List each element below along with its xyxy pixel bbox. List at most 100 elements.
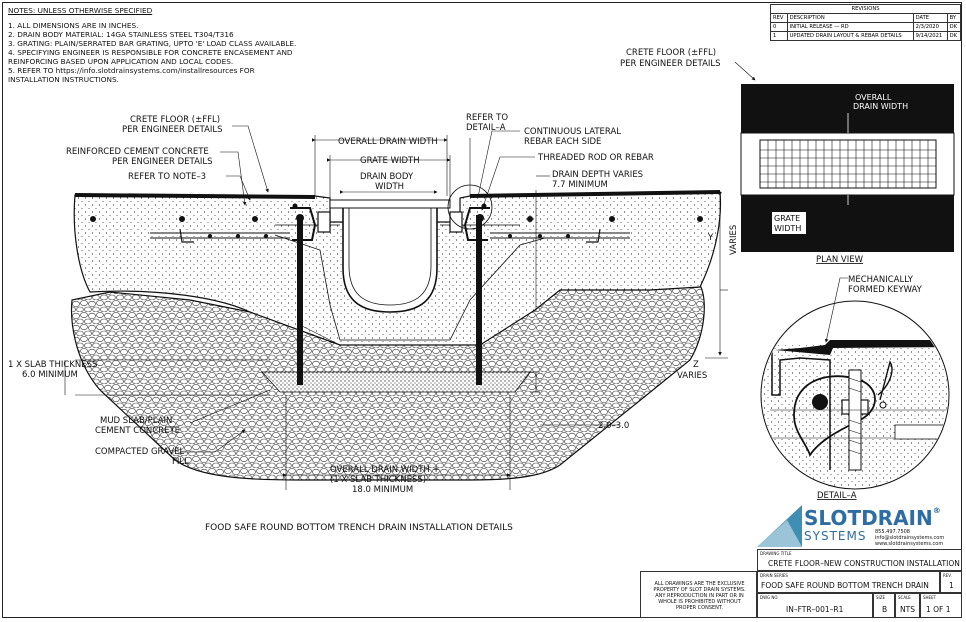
drawing-title-cell: DRAWING TITLE CRETE FLOOR–NEW CONSTRUCTI…: [757, 549, 962, 571]
size-cell: SIZE B: [873, 593, 895, 618]
crete-floor-topping: [75, 193, 315, 199]
disclaimer-line: WHOLE IS PROHIBITED WITHOUT: [658, 599, 741, 605]
leader-lines: [180, 125, 550, 453]
label-mud-1: MUD SLAB/PLAIN: [100, 416, 172, 426]
label-reinforced: REINFORCED CEMENT CONCRETE: [66, 147, 209, 157]
disclaimer-line: ALL DRAWINGS ARE THE EXCLUSIVE: [654, 581, 745, 587]
detail-keyway-1: MECHANICALLY: [848, 275, 914, 285]
plan-overall-2: DRAIN WIDTH: [853, 102, 908, 111]
note-item: 5. REFER TO https://info.slotdrainsystem…: [8, 66, 255, 75]
detail-frame: [771, 345, 831, 470]
plan-grate-2: WIDTH: [774, 224, 801, 233]
series-cell: DRAIN SERIES FOOD SAFE ROUND BOTTOM TREN…: [757, 571, 940, 593]
label-detail-a-ref-2: DETAIL–A: [466, 123, 506, 133]
brand-systems: SYSTEMS: [804, 529, 867, 543]
contact-phone: 855.497.7508: [875, 529, 910, 535]
logo-panel: SLOTDRAIN® SYSTEMS 855.497.7508 info@slo…: [757, 503, 962, 549]
brand-name-text: SLOTDRAIN: [804, 506, 933, 530]
disclaimer-cell: ALL DRAWINGS ARE THE EXCLUSIVE PROPERTY …: [640, 571, 757, 618]
scale-caption: SCALE: [898, 595, 911, 600]
disclaimer-line: PROPER CONSENT.: [676, 605, 723, 611]
title-block: SLOTDRAIN® SYSTEMS 855.497.7508 info@slo…: [640, 503, 962, 618]
contact-web: www.slotdrainsystems.com: [875, 541, 944, 547]
label-y-varies: VARIES: [729, 225, 739, 255]
sheet-value: 1 OF 1: [926, 605, 951, 614]
label-rebar-1: CONTINUOUS LATERAL: [524, 127, 621, 137]
general-notes: NOTES: UNLESS OTHERWISE SPECIFIED 1. ALL…: [8, 6, 296, 84]
rebar-dots: [90, 203, 703, 238]
detail-rebar: [812, 394, 828, 410]
plan-grate-1: GRATE: [774, 214, 800, 223]
drain-body-inner: [348, 205, 432, 306]
label-note3: REFER TO NOTE–3: [128, 172, 206, 182]
label-rebar-2: REBAR EACH SIDE: [524, 137, 601, 147]
brand-name: SLOTDRAIN®: [804, 506, 941, 530]
mud-slab: [261, 371, 531, 393]
note-item: 2. DRAIN BODY MATERIAL: 14GA STAINLESS S…: [8, 30, 234, 39]
label-body-width-1: DRAIN BODY: [360, 172, 414, 182]
detail-keyway-leader: [824, 277, 848, 343]
note-item: 3. GRATING: PLAIN/SERRATED BAR GRATING, …: [8, 39, 297, 48]
detail-a-title: DETAIL–A: [817, 491, 857, 501]
series-caption: DRAIN SERIES: [760, 573, 788, 578]
label-gravel-1: COMPACTED GRAVEL: [95, 447, 185, 457]
label-crete-floor-2: PER ENGINEER DETAILS: [122, 125, 223, 135]
label-mud-2: CEMENT CONCRETE: [95, 426, 180, 436]
size-caption: SIZE: [876, 595, 885, 600]
threaded-rod-right: [476, 215, 482, 385]
label-gravel-2: FILL: [172, 457, 189, 467]
table-row: 1 UPDATED DRAIN LAYOUT & REBAR DETAILS 9…: [770, 31, 962, 41]
label-crete-floor: CRETE FLOOR (±FFL): [130, 115, 220, 125]
drawing-title: CRETE FLOOR–NEW CONSTRUCTION INSTALLATIO…: [768, 559, 960, 568]
label-slab-1: 1 X SLAB THICKNESS: [8, 360, 97, 370]
detail-keyway-clip: [793, 375, 876, 458]
drawing-title-caption: DRAWING TITLE: [760, 551, 792, 556]
label-bottom-2: (1 X SLAB THICKNESS): [330, 475, 426, 485]
label-z-varies: VARIES: [677, 371, 707, 381]
contact-email: info@slotdrainsystems.com: [875, 535, 945, 541]
scale-cell: SCALE NTS: [895, 593, 920, 618]
slotdrain-logo-icon: [757, 505, 802, 547]
label-depth-2: 7.7 MINIMUM: [552, 180, 608, 190]
plan-overall-1: OVERALL: [855, 93, 892, 102]
detail-rod: [848, 369, 862, 471]
label-bottom-1: OVERALL DRAIN WIDTH +: [330, 465, 440, 475]
note-item: INSTALLATION INSTRUCTIONS.: [8, 75, 119, 84]
size-value: B: [882, 605, 888, 614]
label-z: Z: [693, 360, 699, 370]
main-title: FOOD SAFE ROUND BOTTOM TRENCH DRAIN INST…: [205, 523, 513, 533]
label-depth-1: DRAIN DEPTH VARIES: [552, 170, 643, 180]
drain-body: [342, 205, 438, 313]
label-detail-a-ref-1: REFER TO: [466, 113, 508, 123]
sheet-cell: SHEET 1 OF 1: [920, 593, 962, 618]
note-item: 1. ALL DIMENSIONS ARE IN INCHES.: [8, 21, 139, 30]
crete-floor-topping: [470, 190, 720, 198]
label-y: Y: [707, 233, 714, 243]
disclaimer-line: ANY REPRODUCTION IN PART OR IN: [655, 593, 744, 599]
dwg-caption: DWG NO.: [760, 595, 779, 600]
threaded-rod-left: [297, 215, 303, 385]
plan-crete-1: CRETE FLOOR (±FFL): [626, 48, 716, 58]
section-view: [70, 184, 722, 481]
rev-cell: REV. 1: [940, 571, 962, 593]
rev-cell: DK: [946, 31, 962, 41]
notes-header: NOTES: UNLESS OTHERWISE SPECIFIED: [8, 6, 153, 15]
rev-value: 1: [949, 581, 954, 590]
rebar-hook: [586, 228, 601, 243]
label-slab-2: 6.0 MINIMUM: [22, 370, 78, 380]
dwg-number: IN–FTR–001–R1: [786, 605, 844, 614]
lateral-rebar: [150, 232, 630, 239]
brand-registered: ®: [932, 506, 941, 515]
revisions-table: REVISIONS REV DESCRIPTION DATE BY 0 INIT…: [770, 4, 962, 41]
rebar-hook: [179, 228, 194, 243]
scale-value: NTS: [900, 605, 915, 614]
rev-caption: REV.: [943, 573, 952, 578]
plan-crete-leader: [734, 61, 756, 81]
plan-view-title: PLAN VIEW: [816, 255, 864, 265]
note-item: REINFORCING BASED UPON APPLICATION AND L…: [8, 57, 234, 66]
disclaimer-line: PROPERTY OF SLOT DRAIN SYSTEMS.: [653, 587, 746, 593]
dimension-lines: [64, 135, 728, 490]
detail-a-view: MECHANICALLY FORMED KEYWAY DETAIL–A: [760, 275, 950, 501]
